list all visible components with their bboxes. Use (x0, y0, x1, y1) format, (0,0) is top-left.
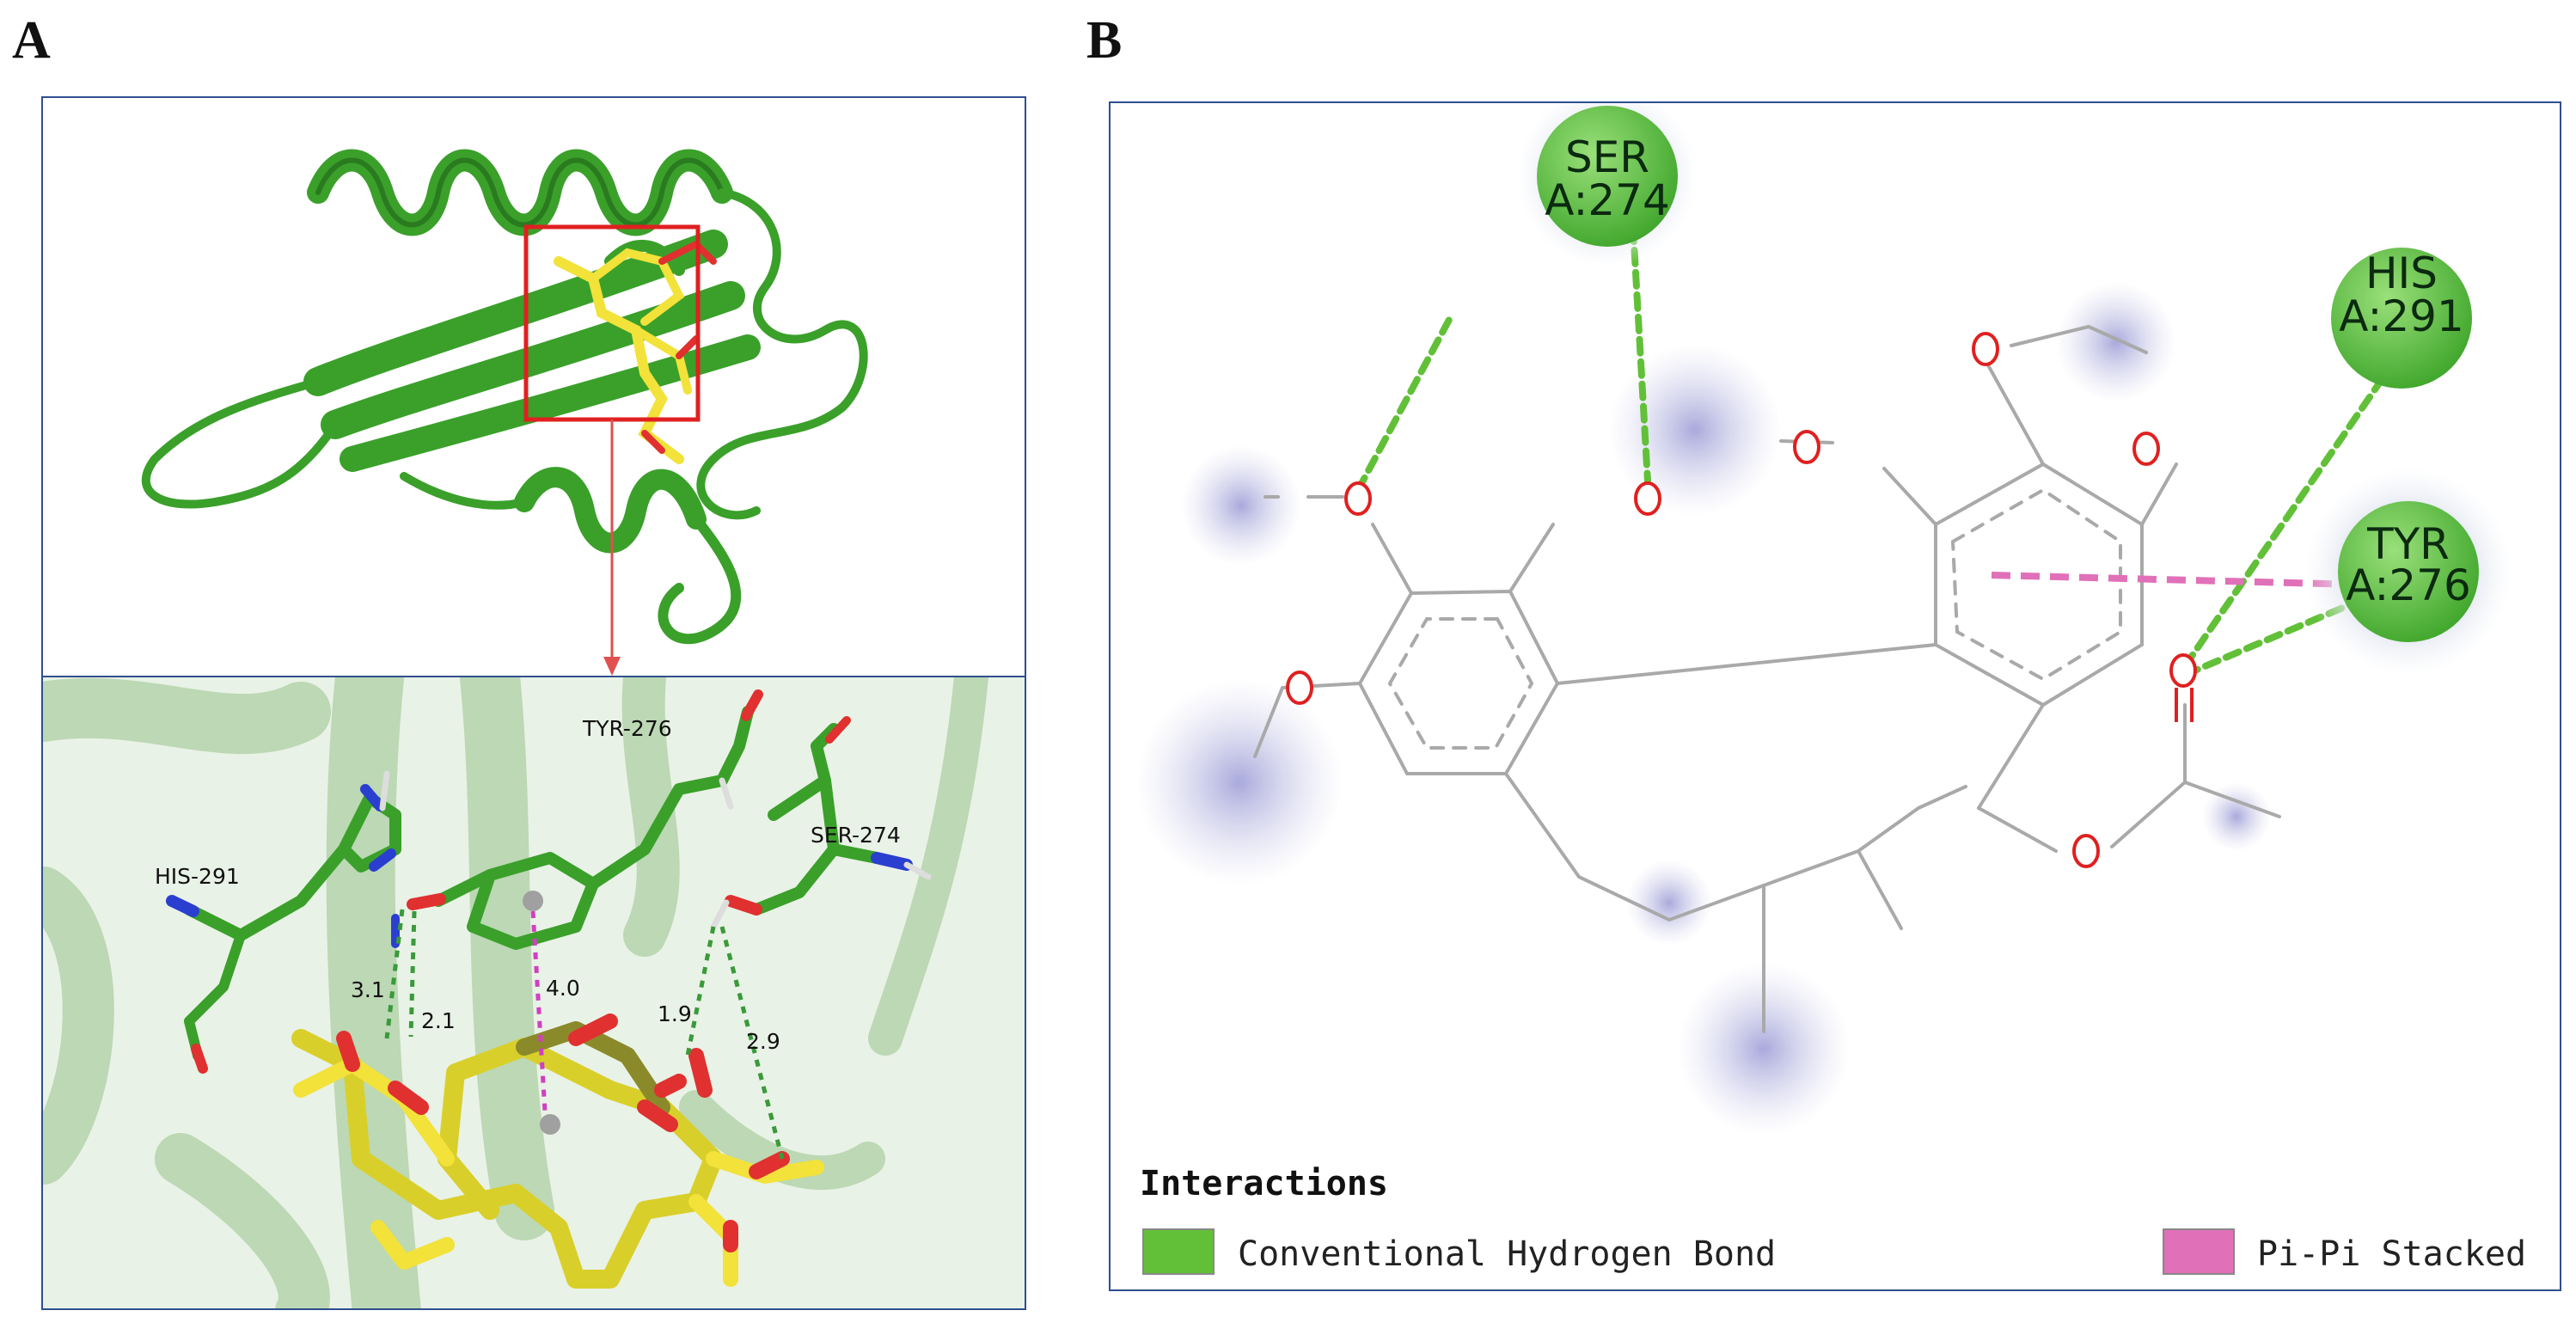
residue-sticks (166, 689, 932, 1074)
legend-title: Interactions (1140, 1164, 1388, 1203)
background-ribbons (43, 677, 988, 1308)
tyr-276-label: TYR-276 (582, 716, 672, 741)
ligand-skeleton (1253, 325, 2281, 1033)
distance-1-9: 1.9 (658, 1001, 692, 1026)
protein-ribbon (141, 149, 868, 645)
residue-his-291: HIS A:291 (2331, 248, 2472, 389)
distance-2-9: 2.9 (746, 1029, 780, 1054)
residue-ser-274: SER A:274 (1517, 103, 1698, 266)
legend-label-hbond: Conventional Hydrogen Bond (1238, 1234, 1776, 1274)
panel-a-label: A (12, 11, 51, 70)
interaction-2d-diagram: SER A:274 HIS A:291 TYR A:276 Interactio… (1136, 103, 2526, 1275)
interaction-lines (384, 909, 785, 1160)
distance-4-0: 4.0 (546, 976, 580, 1001)
tyr-276-chain: A:276 (2346, 560, 2471, 610)
protein-cartoon (141, 149, 868, 676)
his-291-chain: A:291 (2339, 291, 2464, 341)
his-291-label: HIS-291 (155, 864, 240, 889)
tyr-276-name: TYR (2366, 519, 2450, 569)
distance-2-1: 2.1 (421, 1008, 456, 1033)
residue-tyr-276: TYR A:276 (2305, 468, 2512, 675)
ser-274-chain: A:274 (1545, 175, 1670, 225)
distance-3-1: 3.1 (351, 977, 385, 1002)
protein-overview-panel (41, 96, 1026, 677)
hbond-lines (1355, 224, 2386, 678)
ligand-overview (554, 240, 717, 464)
pi-stack-line (1991, 572, 2358, 588)
legend-swatch-hbond (1142, 1228, 1215, 1275)
his-291-name: HIS (2365, 248, 2438, 298)
interaction-2d-panel: SER A:274 HIS A:291 TYR A:276 Interactio… (1109, 101, 2561, 1291)
pi-centroid-tyr (523, 891, 543, 911)
pi-centroid-ligand (540, 1114, 560, 1135)
binding-pocket-panel: HIS-291 TYR-276 SER-274 3.1 2.1 4.0 1.9 … (41, 676, 1026, 1310)
ser-274-label: SER-274 (811, 823, 901, 848)
zoom-arrow-head (603, 657, 621, 676)
solvent-halos (1136, 282, 2271, 1135)
ligand-sticks (291, 1013, 824, 1289)
legend-swatch-pi (2163, 1228, 2235, 1275)
binding-pocket-render: HIS-291 TYR-276 SER-274 3.1 2.1 4.0 1.9 … (43, 677, 988, 1308)
carbonyl-double-bond (2175, 688, 2194, 722)
legend-label-pi: Pi-Pi Stacked (2257, 1234, 2526, 1274)
panel-b-label: B (1086, 11, 1123, 70)
ser-274-name: SER (1565, 132, 1649, 182)
oxygen-atoms (1286, 332, 2197, 868)
legend: Interactions Conventional Hydrogen Bond … (1140, 1164, 2526, 1275)
